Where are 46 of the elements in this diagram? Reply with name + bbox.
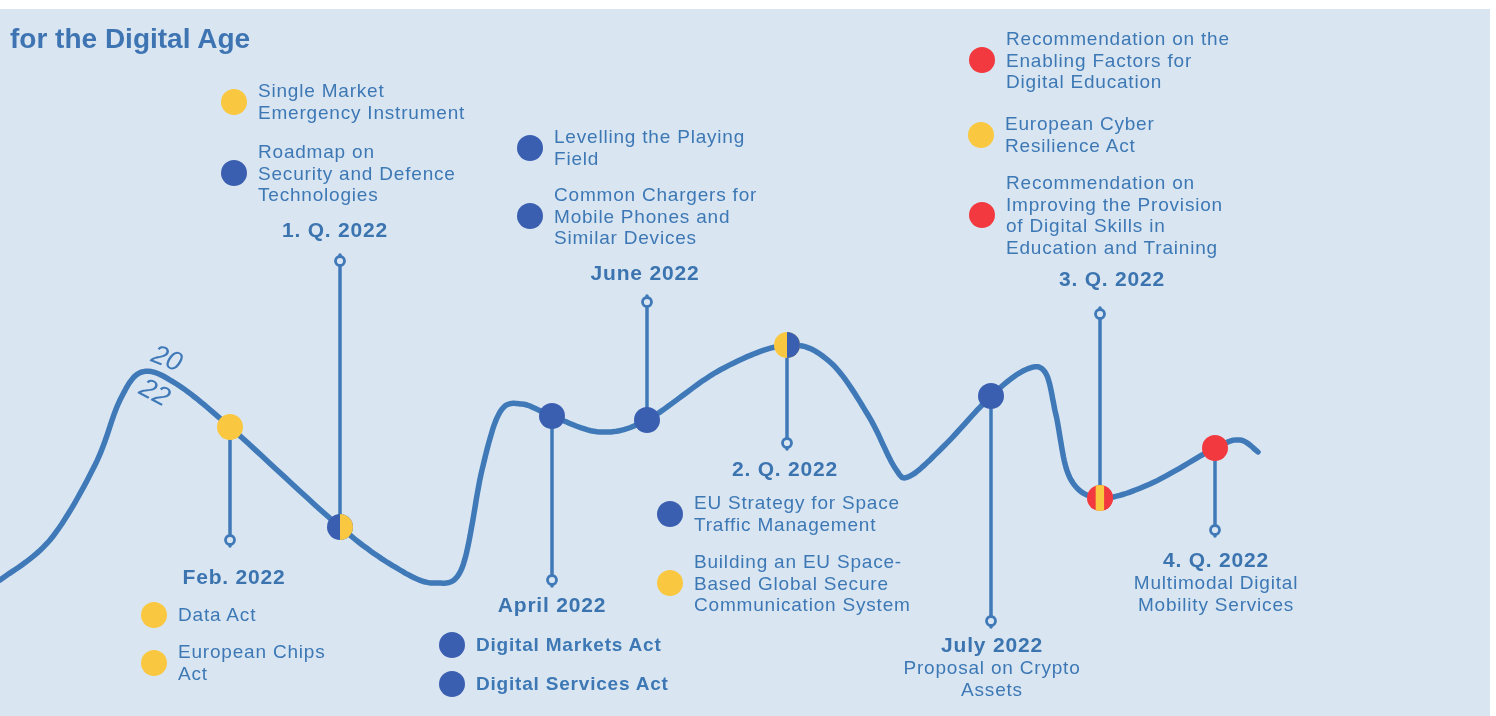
stem-line [224,438,236,548]
milestone-dot [327,514,353,540]
timeline-curve [1224,437,1261,455]
timeline-curve [655,344,777,417]
timeline-curve [561,418,638,435]
milestone-dot [539,403,565,429]
stem-line [1094,306,1106,487]
date-heading: Feb. 2022 [182,564,286,589]
timeline-curve [236,432,333,522]
milestone-item: Data Act [178,604,257,626]
timeline-curve [347,400,543,586]
date-heading: 1. Q. 2022 [281,217,389,242]
milestone-item: Recommendation on the Enabling Factors for Digital Education [1006,28,1230,93]
stem-line [546,427,558,588]
milestone-item: Building an EU Space-Based Global Secure Communication System [694,551,912,616]
date-heading: 2. Q. 2022 [731,456,839,481]
milestone-item: European Chips Act [178,641,326,684]
stem-line [1209,459,1221,538]
stem-line [334,253,346,516]
milestone-dot [217,414,243,440]
stem-line [985,407,997,629]
milestone-dot [978,383,1004,409]
milestone-item: Roadmap on Security and Defence Technologies [258,141,456,206]
stem-line [641,294,653,409]
timeline-curve [0,368,223,583]
milestone-item: Levelling the Playing Field [554,126,746,169]
milestone-item: Multimodal Digital Mobility Services [1133,572,1299,615]
date-heading: 4. Q. 2022 [1162,547,1270,572]
milestone-dot [1202,435,1228,461]
milestone-item: Digital Markets Act [476,634,662,656]
milestone-item: European Cyber Resilience Act [1005,113,1155,156]
milestone-item: Proposal on Crypto Assets [903,657,1081,700]
date-heading: June 2022 [590,260,700,285]
date-heading: 3. Q. 2022 [1058,266,1166,291]
stem-line [781,356,793,451]
milestone-item: Recommendation on Improving the Provision of Digital Skills in Education and Training [1006,172,1223,258]
milestone-item: Common Chargers for Mobile Phones and Similar Devices [554,184,758,249]
date-heading: July 2022 [941,632,1043,657]
milestone-item: Single Market Emergency Instrument [258,80,466,123]
milestone-dot [634,407,660,433]
milestone-item: Digital Services Act [476,673,669,695]
milestone-dot [1087,485,1113,511]
milestone-item: EU Strategy for Space Traffic Management [694,492,900,535]
diagram-title: for the Digital Age [10,22,251,56]
milestone-dot [774,332,800,358]
date-heading: April 2022 [497,592,607,617]
